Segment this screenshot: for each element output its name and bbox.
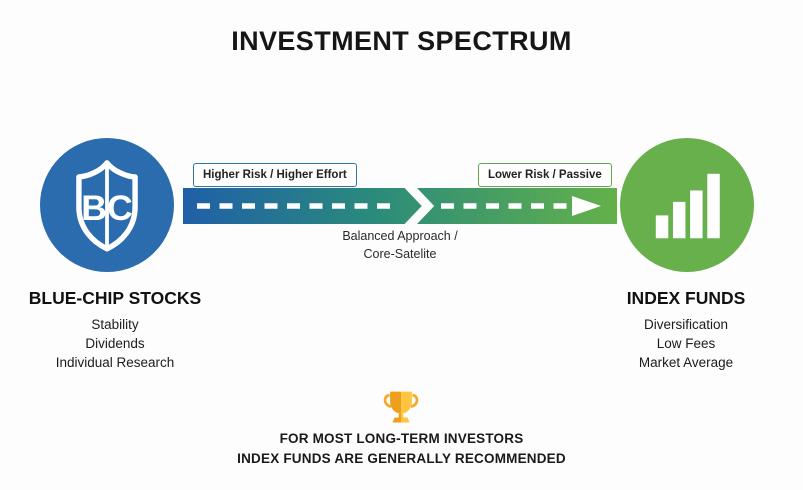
page-title: INVESTMENT SPECTRUM	[231, 26, 572, 56]
shield-monogram: BC	[81, 188, 132, 228]
blue-chip-trait: Individual Research	[55, 355, 175, 370]
index-funds-trait: Market Average	[638, 355, 734, 370]
blue-chip-node-circle: BC	[40, 138, 174, 272]
index-funds-trait: Low Fees	[656, 336, 716, 351]
lower-risk-label-box: Lower Risk / Passive	[478, 163, 612, 187]
index-funds-text-block: INDEX FUNDS Diversification Low Fees Mar…	[581, 288, 791, 372]
blue-chip-heading: BLUE-CHIP STOCKS	[28, 288, 202, 308]
recommendation-text: FOR MOST LONG-TERM INVESTORS INDEX FUNDS…	[0, 429, 803, 469]
index-funds-node-circle	[620, 138, 754, 272]
higher-risk-label-box: Higher Risk / Higher Effort	[193, 163, 357, 187]
trophy-icon	[383, 391, 419, 423]
higher-risk-label: Higher Risk / Higher Effort	[203, 169, 347, 181]
blue-chip-text-block: BLUE-CHIP STOCKS Stability Dividends Ind…	[10, 288, 220, 372]
balanced-approach-line1: Balanced Approach /	[342, 229, 458, 243]
recommendation-line2: INDEX FUNDS ARE GENERALLY RECOMMENDED	[237, 451, 566, 466]
index-funds-heading: INDEX FUNDS	[626, 288, 746, 308]
index-funds-trait: Diversification	[643, 317, 729, 332]
spectrum-gradient-arrow	[183, 187, 617, 225]
bar-chart-icon	[655, 173, 720, 239]
blue-chip-trait: Dividends	[85, 336, 145, 351]
blue-chip-trait: Stability	[91, 317, 139, 332]
balanced-approach-label: Balanced Approach / Core-Satelite	[290, 228, 510, 263]
recommendation-line1: FOR MOST LONG-TERM INVESTORS	[279, 431, 524, 446]
chevron-break-icon	[403, 187, 435, 225]
shield-bc-icon: BC	[76, 160, 138, 252]
lower-risk-label: Lower Risk / Passive	[488, 169, 602, 181]
arrowhead-icon	[572, 196, 601, 216]
balanced-approach-line2: Core-Satelite	[363, 246, 437, 261]
